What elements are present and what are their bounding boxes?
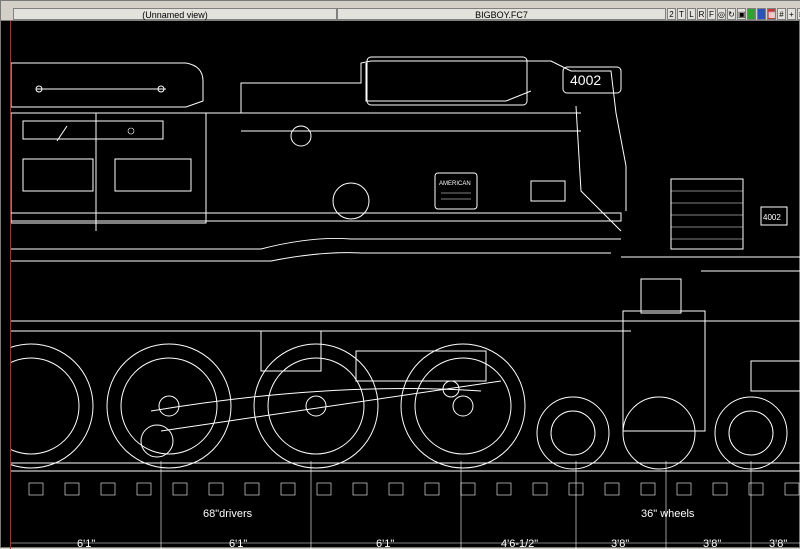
number-plate-text: 4002	[570, 72, 601, 88]
dimension-label: 4'6-1/2"	[501, 538, 538, 549]
builder-plate-text: AMERICAN	[439, 181, 471, 187]
view-2-button[interactable]: 2	[667, 8, 676, 20]
view-name-field[interactable]: (Unnamed view)	[13, 8, 337, 20]
tender	[11, 62, 207, 231]
dimension-label: 3'8"	[703, 538, 721, 549]
frame	[11, 320, 800, 432]
crosshair-icon[interactable]: +	[787, 8, 796, 20]
viewport-border	[10, 21, 11, 549]
driver-wheels	[11, 343, 526, 469]
camera-icon[interactable]: ▣	[737, 8, 746, 20]
grid-icon[interactable]: #	[777, 8, 786, 20]
dimension-label: 3'8"	[611, 538, 629, 549]
locomotive-drawing: 4002 AMERICAN 4002	[11, 56, 800, 549]
top-view-button[interactable]: T	[677, 8, 686, 20]
layer-green-icon[interactable]	[747, 8, 756, 20]
drivers-label: 68"drivers	[203, 508, 253, 520]
builder-plate: AMERICAN	[434, 172, 478, 210]
file-name-field: BIGBOY.FC7	[337, 8, 666, 20]
small-plate-text: 4002	[763, 213, 781, 222]
rotate-icon[interactable]: ↻	[727, 8, 736, 20]
zoom-icon[interactable]: ◎	[717, 8, 726, 20]
track	[11, 462, 800, 496]
wheels-label: 36" wheels	[641, 508, 695, 520]
right-view-button[interactable]: R	[697, 8, 706, 20]
front-engine: 4002	[621, 178, 800, 432]
dimension-label: 6'1"	[376, 538, 394, 549]
dimension-lines	[11, 461, 800, 549]
running-board	[11, 125, 622, 262]
dimension-label: 6'1"	[229, 538, 247, 549]
layer-blue-icon[interactable]	[757, 8, 766, 20]
front-view-button[interactable]: F	[707, 8, 716, 20]
boiler	[11, 56, 627, 232]
dimension-label: 3'8"	[769, 538, 787, 549]
view-title-bar: (Unnamed view) BIGBOY.FC7 2 T L R F ◎ ↻ …	[1, 1, 800, 21]
drawing-canvas[interactable]: 4002 AMERICAN 4002	[11, 21, 800, 549]
layer-red-icon[interactable]: ▦	[767, 8, 776, 20]
dimension-label: 6'1"	[77, 538, 95, 549]
number-plate: 4002	[562, 66, 622, 94]
pilot-wheels	[536, 396, 788, 470]
view-toolbar: 2 T L R F ◎ ↻ ▣ ▦ # + □ ×	[667, 8, 800, 20]
left-view-button[interactable]: L	[687, 8, 696, 20]
